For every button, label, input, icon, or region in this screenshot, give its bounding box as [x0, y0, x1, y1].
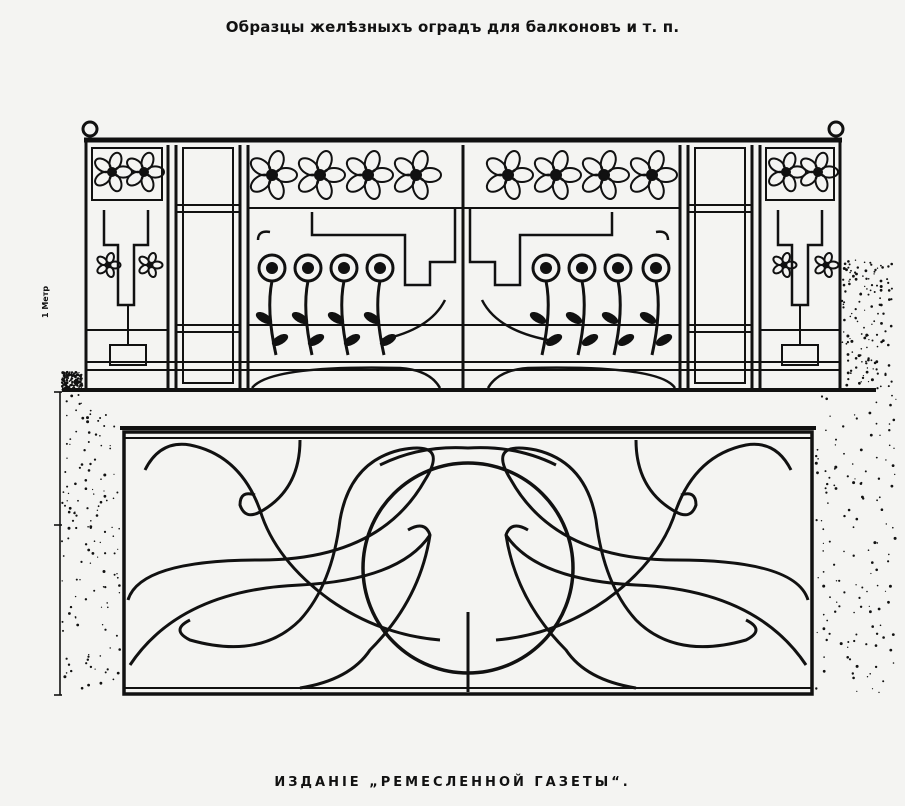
scale-bar: [54, 391, 62, 696]
upper-railing: [62, 120, 876, 392]
publisher-caption: ИЗДАНІЕ „РЕМЕСЛЕННОЙ ГАЗЕТЫ“.: [274, 775, 631, 790]
plate-title: Образцы желѣзныхъ оградъ для балконовъ и…: [225, 18, 680, 36]
flower-ornaments: [94, 150, 840, 356]
scale-label: 1 Метр: [41, 285, 50, 318]
lower-railing: [120, 426, 816, 696]
